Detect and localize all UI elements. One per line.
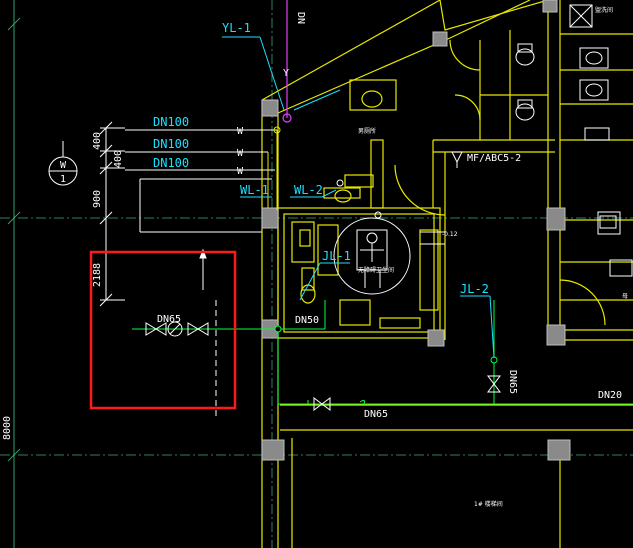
room-top-right-label: 盥洗间 bbox=[595, 6, 613, 14]
accessible-symbol bbox=[333, 217, 411, 295]
room-bottom-label: 1# 楼梯间 bbox=[474, 500, 503, 508]
axis-bubble-1: 1 bbox=[60, 174, 66, 185]
column bbox=[546, 324, 566, 346]
wl-leaders bbox=[240, 189, 337, 198]
yl1-label: YL-1 bbox=[222, 21, 251, 35]
yl1-leader bbox=[222, 36, 341, 111]
left-dimension-line bbox=[7, 0, 21, 548]
dn65-left-label: DN65 bbox=[157, 314, 181, 325]
dim-400b-label: 400 bbox=[113, 150, 124, 168]
column bbox=[546, 207, 566, 231]
w-a-label: W bbox=[237, 126, 244, 137]
room-male-label: 男厕所 bbox=[358, 127, 376, 135]
drain-riser-1 bbox=[273, 126, 281, 134]
jl2-label: JL-2 bbox=[460, 282, 489, 296]
dim-400-label: 400 bbox=[92, 132, 103, 150]
jl1-label: JL-1 bbox=[322, 249, 351, 263]
highlight-box bbox=[89, 250, 237, 410]
dim-900-label: 900 bbox=[92, 190, 103, 208]
dn100-c-label: DN100 bbox=[153, 156, 189, 170]
dn20-label: DN20 bbox=[598, 390, 622, 401]
dn-top-label: DN bbox=[295, 12, 306, 24]
fire-extinguisher-marker bbox=[451, 151, 463, 168]
supply-riser bbox=[274, 325, 282, 333]
axis-bubble-w: W bbox=[60, 160, 67, 171]
w-c-label: W bbox=[237, 166, 244, 177]
elevation-label: -0.12 bbox=[442, 231, 458, 238]
y-mark-label: Y bbox=[283, 68, 289, 79]
dim-8000-label: 8000 bbox=[2, 416, 13, 440]
drain-pipes-connectors bbox=[267, 130, 278, 210]
column bbox=[432, 31, 448, 47]
mf-abc-label: MF/ABC5-2 bbox=[467, 153, 521, 164]
dim-2188-label: 2188 bbox=[92, 263, 103, 287]
axis-bubble: W 1 bbox=[48, 141, 78, 186]
wl2-label: WL-2 bbox=[294, 183, 323, 197]
right-fixtures bbox=[336, 4, 633, 277]
dn100-b-label: DN100 bbox=[153, 137, 189, 151]
outline-lines bbox=[139, 178, 272, 420]
column bbox=[261, 439, 285, 461]
walls bbox=[261, 0, 633, 548]
column bbox=[261, 207, 279, 229]
drain-pipes bbox=[125, 129, 277, 171]
column bbox=[427, 329, 445, 347]
wl1-label: WL-1 bbox=[240, 183, 269, 197]
column bbox=[261, 99, 279, 117]
valve-jl2[interactable] bbox=[487, 375, 501, 393]
valve-corridor[interactable] bbox=[313, 397, 365, 411]
water-supply-pipes bbox=[132, 300, 633, 405]
column bbox=[542, 0, 558, 13]
dn65-valve-label: DN65 bbox=[507, 370, 518, 394]
water-meter[interactable] bbox=[167, 321, 183, 337]
rain-riser-line bbox=[282, 0, 292, 123]
valve-group-left[interactable] bbox=[145, 321, 209, 337]
dn65-bottom-label: DN65 bbox=[364, 409, 388, 420]
gate-valve-1[interactable] bbox=[145, 322, 157, 336]
column bbox=[547, 439, 571, 461]
up-arrow bbox=[199, 248, 207, 290]
vertical-dimension-chain bbox=[99, 121, 125, 307]
columns bbox=[261, 0, 571, 461]
jl-leaders bbox=[299, 262, 495, 359]
room-right-label: 母 bbox=[622, 293, 628, 300]
w-b-label: W bbox=[237, 148, 244, 159]
dn100-a-label: DN100 bbox=[153, 115, 189, 129]
dn50-label: DN50 bbox=[295, 315, 319, 326]
gate-valve-2[interactable] bbox=[187, 322, 199, 336]
room-acc-label: 无障碍卫生间 bbox=[358, 266, 394, 274]
